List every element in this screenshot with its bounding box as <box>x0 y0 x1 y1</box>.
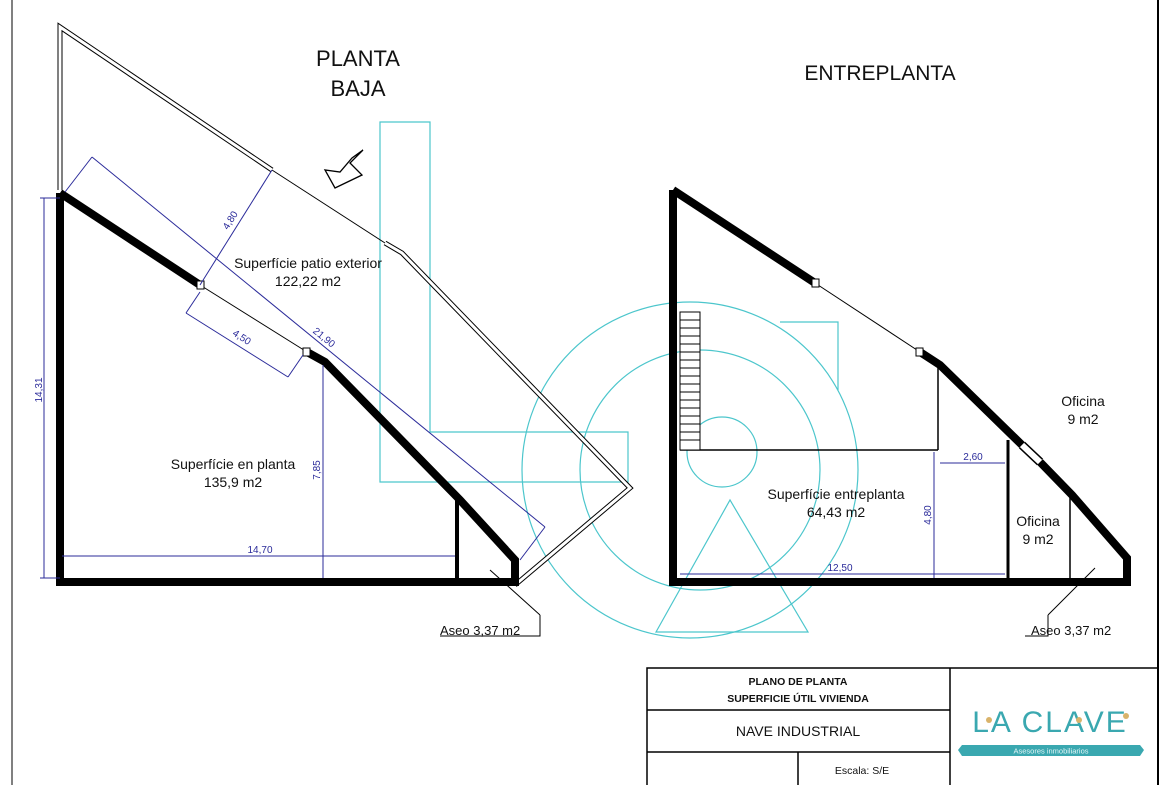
entreplanta-label: Superfície entreplanta <box>768 486 905 502</box>
aseo-planta-baja: Aseo 3,37 m2 <box>440 623 520 638</box>
planta-baja-title-2: BAJA <box>330 76 385 101</box>
oficina-1-label: Oficina <box>1061 393 1105 409</box>
entreplanta-title: ENTREPLANTA <box>804 62 955 85</box>
planta-baja-plan: 14,31 14,70 7,85 21,90 4,80 4,50 PLANTA … <box>34 22 634 638</box>
dimension-height: 4,80 <box>923 505 934 525</box>
dimension-width: 12,50 <box>827 563 852 574</box>
dimension-opening: 4,50 <box>230 328 253 348</box>
dimension-lines-entreplanta <box>680 452 1005 578</box>
dimension-patio-depth: 4,80 <box>221 209 241 232</box>
logo-dot-icon <box>986 717 992 723</box>
logo-name: LA CLAVE <box>972 706 1128 739</box>
planta-baja-title: PLANTA <box>316 46 400 71</box>
title-block: PLANO DE PLANTA SUPERFICIE ÚTIL VIVIENDA… <box>646 667 1159 785</box>
aseo-entreplanta: Aseo 3,37 m2 <box>1031 623 1111 638</box>
dimension-height: 14,31 <box>34 377 45 402</box>
patio-label: Superfície patio exterior <box>234 255 382 271</box>
planta-area: 135,9 m2 <box>204 474 263 490</box>
oficina-1-area: 9 m2 <box>1067 411 1098 427</box>
scale: Escala: S/E <box>835 765 889 777</box>
entreplanta-area: 64,43 m2 <box>807 504 866 520</box>
oficina-2-area: 9 m2 <box>1022 531 1053 547</box>
dimension-lines <box>40 156 546 579</box>
dimension-small: 2,60 <box>963 452 983 463</box>
oficina-2-label: Oficina <box>1016 513 1060 529</box>
title-line-2: SUPERFICIE ÚTIL VIVIENDA <box>727 692 869 705</box>
logo-tagline: Asesores inmobiliarios <box>1013 747 1088 756</box>
dimension-inner-height: 7,85 <box>312 460 323 480</box>
staircase <box>679 311 701 451</box>
dimension-width: 14,70 <box>247 545 272 556</box>
logo-dot-icon <box>1076 717 1082 723</box>
entreplanta-plan: 12,50 4,80 2,60 ENTREPLANTA Superfície e… <box>669 62 1131 638</box>
logo-dot-icon <box>1123 713 1129 719</box>
entrance-arrow-icon <box>323 149 364 189</box>
project-name: NAVE INDUSTRIAL <box>736 723 860 739</box>
logo-band <box>958 745 1144 756</box>
la-clave-logo: LA CLAVE Asesores inmobiliarios <box>958 706 1144 756</box>
watermark-logo <box>379 121 859 639</box>
planta-label: Superfície en planta <box>171 456 296 472</box>
title-line-1: PLANO DE PLANTA <box>749 676 848 688</box>
patio-area: 122,22 m2 <box>275 273 341 289</box>
